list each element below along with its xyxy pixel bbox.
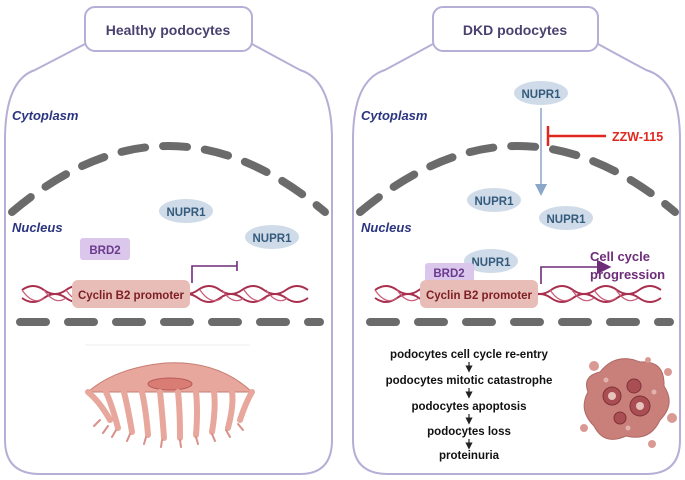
cell-outline-left [4,43,333,475]
nupr1-label-right-top: NUPR1 [522,89,562,101]
nupr1-label-left-a: NUPR1 [167,207,207,219]
cytoplasm-label-right: Cytoplasm [361,108,428,123]
progression-label-line1: Cell cycle [590,249,650,264]
healthy-podocyte-illustration [85,362,255,448]
cytoplasm-label-left: Cytoplasm [12,108,79,123]
cascade-step-3: podocytes apoptosis [411,401,526,413]
cyclin-b2-promoter-right [420,280,538,308]
apoptotic-podocyte-illustration [580,357,677,448]
nupr1-protein-right-b [539,206,593,230]
nupr1-label-right-bound: NUPR1 [472,257,512,269]
brd2-protein-left [80,238,130,260]
brd2-label-left: BRD2 [89,245,120,257]
cascade-step-1: podocytes cell cycle re-entry [390,349,548,361]
nupr1-label-right-b: NUPR1 [547,214,587,226]
cascade-list: podocytes cell cycle re-entry podocytes … [386,349,553,462]
promoter-activation-right [540,259,612,284]
zzw115-label: ZZW-115 [612,130,663,144]
cascade-step-5: proteinuria [439,450,500,462]
promoter-label-right: Cyclin B2 promoter [426,290,533,302]
panel-dkd: DKD podocytes Cytoplasm NUPR1 ZZW-115 Nu… [352,6,681,475]
progression-label-line2: progression [590,267,665,282]
cell-outline-right [352,43,681,475]
nupr1-label-right-a: NUPR1 [475,196,515,208]
cascade-step-4: podocytes loss [427,426,511,438]
promoter-label-left: Cyclin B2 promoter [78,290,185,302]
nupr1-protein-right-a [467,188,521,212]
title-box-left [84,6,253,52]
panel-title-left: Healthy podocytes [106,22,231,38]
nucleus-label-right: Nucleus [361,220,412,235]
cyclin-b2-promoter-left [72,280,190,308]
promoter-inhibition-left [191,265,237,283]
brd2-label-right: BRD2 [433,268,464,280]
brd2-protein-right [425,263,474,283]
nucleus-label-left: Nucleus [12,220,63,235]
nupr1-protein-right-bound [464,249,518,273]
nuclear-membrane-right [356,142,679,216]
nupr1-protein-right-top [514,81,568,105]
nupr1-label-left-b: NUPR1 [253,233,293,245]
title-box-right [432,6,599,52]
cascade-step-2: podocytes mitotic catastrophe [386,375,553,387]
panel-healthy: Healthy podocytes Cytoplasm Nucleus NUPR… [4,6,333,475]
nuclear-membrane-left [8,142,329,216]
panel-title-right: DKD podocytes [463,22,567,38]
nupr1-protein-left-a [159,199,213,223]
nupr1-protein-left-b [245,225,299,249]
